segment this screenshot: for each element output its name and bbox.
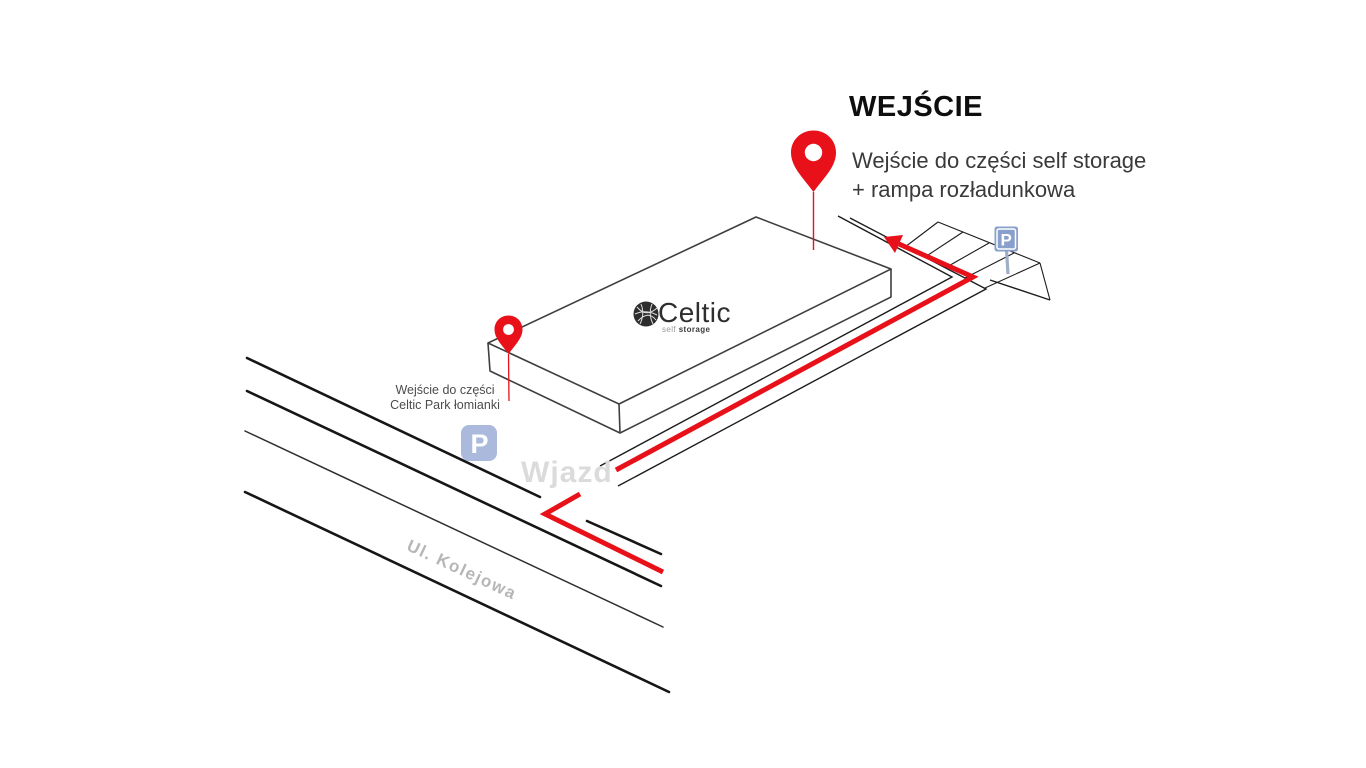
entrance-description: Wejście do części self storage + rampa r…	[852, 146, 1146, 204]
parking-stalls	[904, 221, 1051, 301]
logo-subtitle-bold: storage	[678, 325, 711, 334]
entrance-pin-icon	[791, 130, 836, 250]
entrance-description-line1: Wejście do części self storage	[852, 148, 1147, 173]
building-logo-name: Celtic	[658, 297, 732, 328]
parking-sign-icon: P	[994, 226, 1018, 275]
street-lines	[243, 356, 671, 694]
building-front-edge	[618, 403, 621, 434]
entrance-title: WEJŚCIE	[849, 91, 984, 123]
building-logo-subtitle: self storage	[662, 325, 710, 334]
park-entrance-label-line1: Wejście do części	[395, 383, 495, 397]
parking-icon: P	[461, 425, 497, 461]
parking-sign-letter: P	[1001, 231, 1012, 250]
route-path	[539, 241, 979, 575]
building	[487, 216, 892, 434]
driveway-label: Wjazd	[521, 456, 613, 489]
route-arrow-icon	[884, 235, 903, 253]
building-silhouette	[488, 217, 891, 433]
entrance-description-line2: + rampa rozładunkowa	[852, 177, 1076, 202]
park-entrance-pin-icon	[494, 315, 523, 402]
celtic-knot-icon	[633, 301, 659, 327]
parking-icon-letter: P	[470, 429, 488, 459]
park-entrance-label: Wejście do części Celtic Park łomianki	[382, 383, 508, 413]
logo-subtitle-light: self	[662, 325, 677, 334]
park-entrance-label-line2: Celtic Park łomianki	[390, 398, 500, 412]
